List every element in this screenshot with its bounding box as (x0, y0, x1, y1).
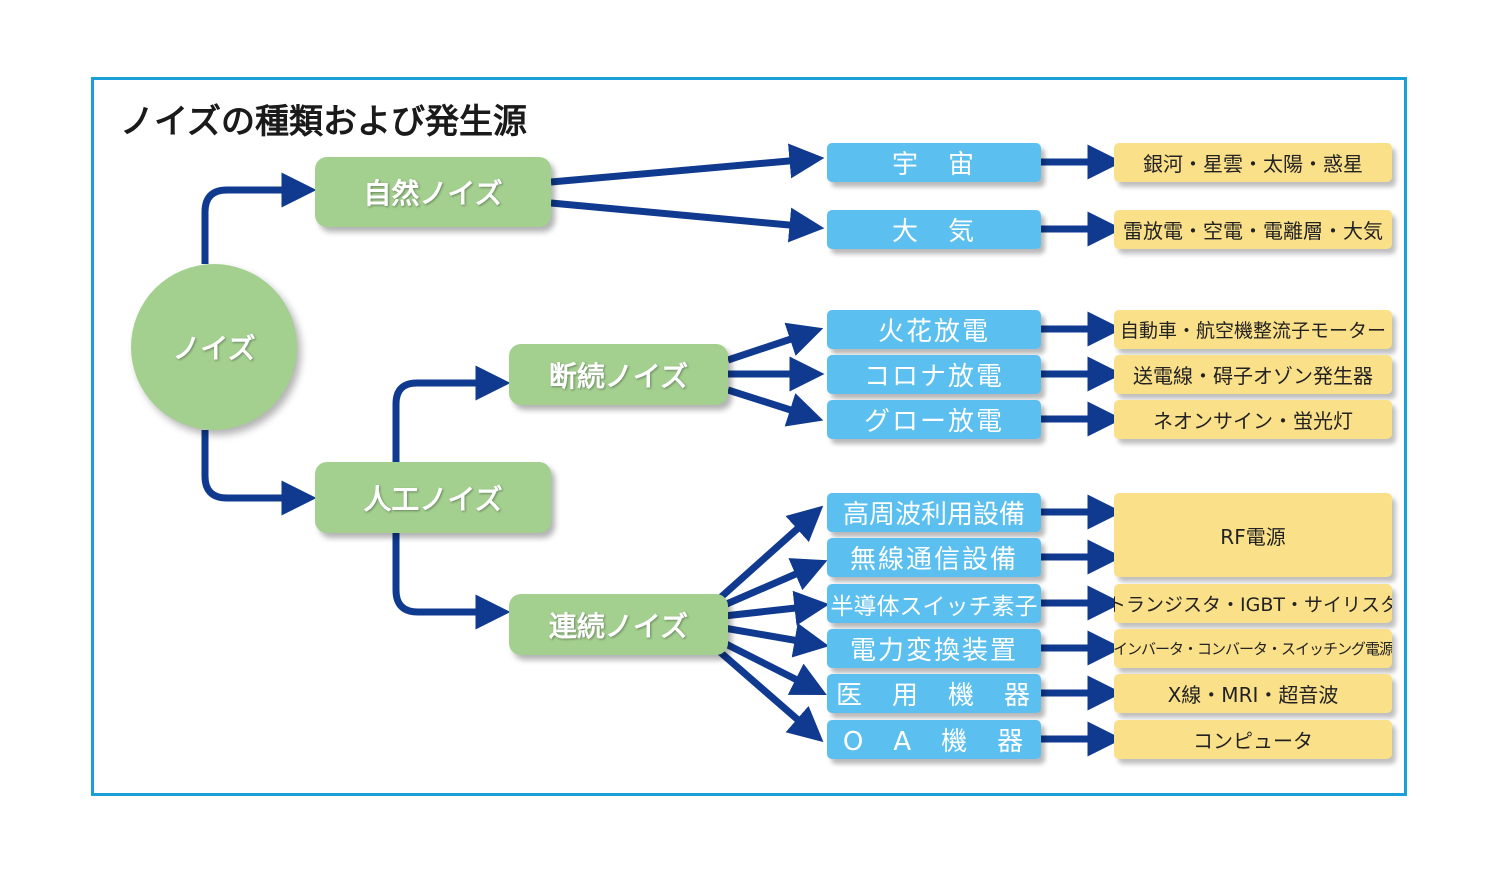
type-space: 宇 宙 (827, 143, 1041, 182)
arrow-root-artificial (201, 430, 317, 516)
diagram-title: ノイズの種類および発生源 (120, 102, 527, 142)
source-spark: 自動車・航空機整流子モーター (1114, 310, 1392, 349)
intermittent-noise-node: 断続ノイズ (509, 344, 728, 405)
arrow-continuous-3 (723, 590, 830, 626)
source-atmosphere: 雷放電・空電・電離層・大気 (1114, 210, 1392, 249)
arrow-natural-atmosphere (550, 199, 825, 243)
type-power-converter: 電力変換装置 (827, 629, 1041, 668)
natural-noise-node: 自然ノイズ (315, 157, 551, 227)
source-glow: ネオンサイン・蛍光灯 (1114, 400, 1392, 439)
type-hf-equipment: 高周波利用設備 (827, 493, 1041, 532)
source-space: 銀河・星雲・太陽・惑星 (1114, 143, 1392, 182)
arrow-continuous-4 (723, 622, 830, 658)
continuous-noise-node: 連続ノイズ (509, 594, 728, 655)
source-oa: コンピュータ (1114, 720, 1392, 759)
root-node: ノイズ (131, 264, 297, 430)
type-oa-equipment: O A 機 器 (827, 720, 1041, 759)
source-corona: 送電線・碍子オゾン発生器 (1114, 355, 1392, 394)
source-medical: X線・MRI・超音波 (1114, 674, 1392, 713)
source-semiconductor: トランジスタ・IGBT・サイリスタ (1114, 584, 1392, 623)
source-power-converter: インバータ・コンバータ・スイッチング電源 (1114, 629, 1392, 668)
type-radio-equipment: 無線通信設備 (827, 538, 1041, 577)
diagram-frame (91, 77, 1407, 796)
arrow-artificial-continuous (392, 533, 511, 630)
arrow-root-natural (201, 172, 317, 264)
type-atmosphere: 大 気 (827, 210, 1041, 249)
type-semiconductor-switch: 半導体スイッチ素子 (827, 584, 1041, 623)
arrow-artificial-intermittent (392, 365, 511, 462)
artificial-noise-node: 人工ノイズ (315, 462, 551, 533)
type-glow-discharge: グロー放電 (827, 400, 1041, 439)
type-spark-discharge: 火花放電 (827, 310, 1041, 349)
source-rf-power: RF電源 (1114, 493, 1392, 577)
arrow-intermittent-1 (726, 322, 824, 364)
arrow-intermittent-3 (726, 386, 824, 427)
arrow-continuous-5 (720, 638, 827, 696)
arrow-continuous-6 (717, 649, 824, 743)
type-corona-discharge: コロナ放電 (827, 355, 1041, 394)
type-medical-equipment: 医 用 機 器 (827, 674, 1041, 713)
arrow-continuous-1 (717, 505, 824, 601)
arrow-continuous-2 (720, 558, 828, 610)
arrow-natural-space (550, 143, 825, 186)
